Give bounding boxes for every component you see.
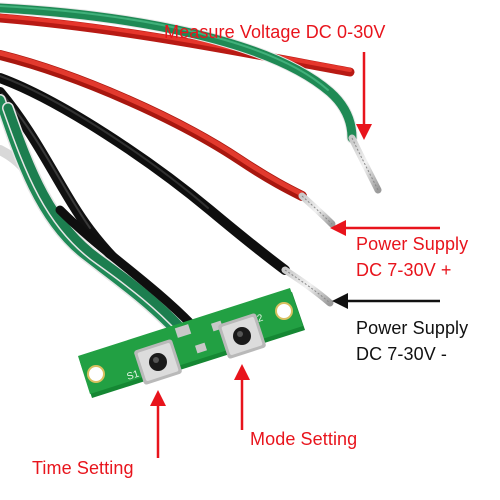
stripped-end-power-minus [281, 266, 334, 307]
time-setting-button[interactable] [133, 339, 182, 386]
stripped-end-power-plus [298, 192, 336, 228]
label-mode-setting: Mode Setting [250, 429, 358, 449]
arrow-power-plus [330, 220, 440, 236]
label-power-minus-line2: DC 7-30V - [356, 344, 448, 364]
stripped-end-measure [348, 134, 382, 194]
arrow-mode-setting [234, 364, 250, 430]
label-time-setting: Time Setting [32, 458, 134, 478]
arrow-time-setting [150, 390, 166, 458]
mounting-hole-right [275, 302, 293, 320]
label-power-plus-line1: Power Supply [356, 234, 469, 254]
wire-red-top [0, 13, 355, 77]
mode-setting-button[interactable] [217, 313, 266, 360]
button-pcb: S1 S2 [78, 288, 305, 398]
arrow-power-minus [332, 293, 440, 309]
arrow-measure-voltage [356, 52, 372, 140]
label-power-plus-line2: DC 7-30V + [356, 260, 452, 280]
mounting-hole-left [87, 365, 105, 383]
wire-red-power-plus [0, 50, 307, 201]
label-measure-voltage: Measure Voltage DC 0-30V [164, 22, 386, 42]
wire-green-measure [0, 2, 358, 144]
label-power-minus-line1: Power Supply [356, 318, 469, 338]
wire-black-board-2 [55, 205, 197, 330]
wire-black-power-minus [0, 73, 290, 275]
silkscreen-s1: S1 [126, 368, 141, 382]
wire-green-board-2 [2, 102, 189, 336]
